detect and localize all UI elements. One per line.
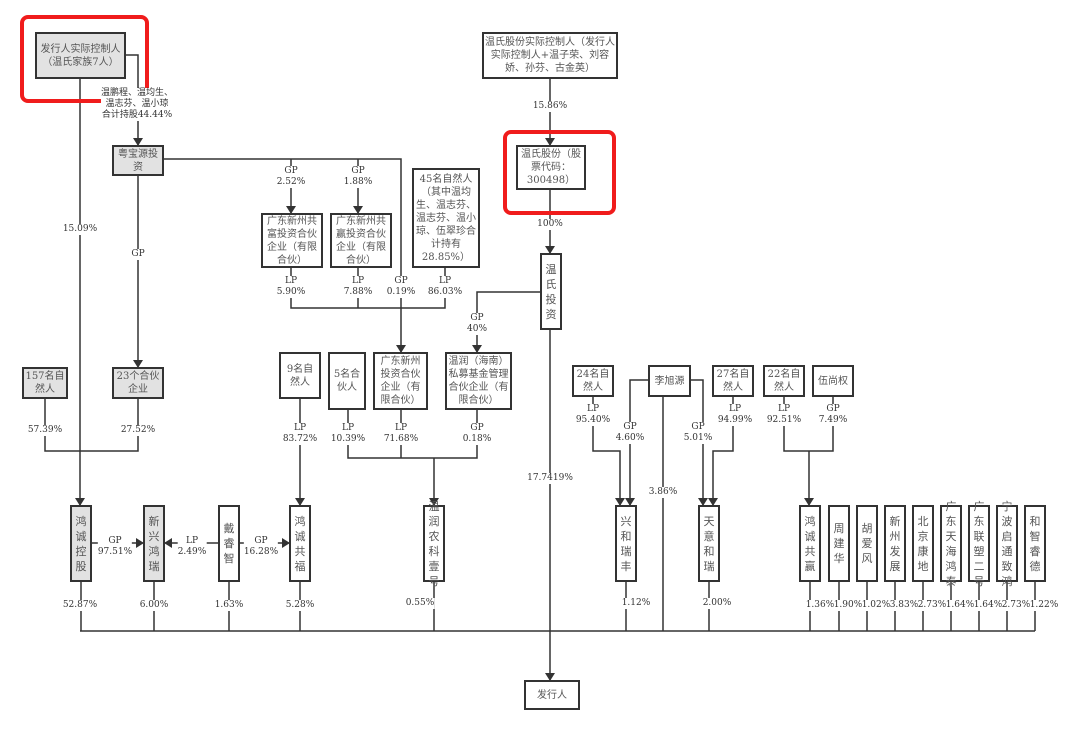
edge-label-wu-gp: GP 7.49% [818,404,848,426]
edge-label-people45-lp: LP 86.03% [427,276,463,298]
connector-22 [691,379,708,506]
edge-label-li-issuer: 3.86% [648,487,678,498]
highlight-wens-shares [503,130,616,215]
edge-label-s-xzd: 3.83% [889,600,919,611]
entity-people24: 24名自然人 [572,365,614,397]
edge-label-li-gp2: GP 5.01% [683,422,713,444]
entity-xinghe-ruifeng: 兴和瑞丰 [615,505,637,582]
edge-label-s-haf: 1.02% [861,600,891,611]
entity-xinzhou-invest: 广东新州投资合伙企业（有限合伙） [373,352,428,410]
entity-gongfu-partnership: 广东新州共富投资合伙企业（有限合伙） [261,213,323,268]
entity-gd-liansu2: 广东联塑二号 [968,500,990,588]
entity-hongcheng-gongfu: 鸿诚共福 [289,505,311,582]
entity-wu-shangquan: 伍尚权 [812,365,854,397]
edge-label-ybY-xz-gp: GP 0.19% [386,276,416,298]
edge-label-s-dai: 1.63% [214,600,244,611]
entity-dai-ruizhi: 戴睿智 [218,505,240,582]
edge-label-s-gf: 5.28% [285,600,315,611]
edge-label-dai-gf-gp: GP 16.28% [243,536,279,558]
edge-label-ybY-gp: GP [131,249,145,260]
entity-wenrun-agri1: 温润农科壹号 [423,500,445,588]
entity-hongcheng-holding: 鸿诚控股 [70,505,92,582]
edge-label-p9-lp: LP 83.72% [282,423,318,445]
entity-people45: 45名自然人（其中温均生、温志芬、温志芬、温小琼、伍翠珍合计持有28.85%） [412,168,480,268]
entity-gd-tianhai-hongtai: 广东天海鸿泰 [940,500,962,588]
entity-xinzhou-dev: 新州发展 [884,505,906,582]
highlight-actual-controller [20,15,149,103]
entity-beijing-kangdi: 北京康地 [912,505,934,582]
edge-label-s-hz: 1.22% [1029,600,1059,611]
entity-hezhi-ruide: 和智睿德 [1024,505,1046,582]
entity-people27: 27名自然人 [712,365,754,397]
entity-tianyi-herui: 天意和瑞 [698,505,720,582]
entity-hu-aifeng: 胡爱风 [856,505,878,582]
edge-label-s-nb: 2.73% [1001,600,1031,611]
edge-label-p5-lp: LP 10.39% [330,423,366,445]
entity-issuer: 发行人 [524,680,580,710]
edge-label-p27-lp: LP 94.99% [717,404,753,426]
entity-actual-controller: 发行人实际控制人（温氏家族7人） [35,32,126,79]
edge-label-s-hc: 52.87% [62,600,98,611]
entity-people22: 22名自然人 [763,365,805,397]
edge-label-gongying-gp: GP 1.88% [343,166,373,188]
edge-label-dai-xx-lp: LP 2.49% [177,536,207,558]
entity-partners23: 23个合伙企业 [112,367,164,399]
edge-label-s-gy: 1.36% [805,600,835,611]
edge-label-wi-gp: GP 40% [466,313,488,335]
edge-label-p22-lp: LP 92.51% [766,404,802,426]
entity-hongcheng-gongying: 鸿诚共赢 [799,505,821,582]
edge-label-p24-lp: LP 95.40% [575,404,611,426]
entity-wens-shares: 温氏股份（股票代码：300498） [516,145,586,190]
edge-label-s-zjh: 1.90% [833,600,863,611]
edge-label-wc-to-ws: 15.86% [532,101,568,112]
edge-label-wr-gp: GP 0.18% [462,423,492,445]
edge-label-li-gp1: GP 4.60% [615,422,645,444]
entity-xinxing-hongrui: 新兴鸿瑞 [143,505,165,582]
edge-label-s-xx: 6.00% [139,600,169,611]
edge-label-p23: 27.52% [120,425,156,436]
entity-yuebaoyuan: 粤宝源投资 [112,145,164,176]
entity-wenrun-hainan: 温润（海南）私募基金管理合伙企业（有限合伙） [445,352,512,410]
edge-label-s-wr: 0.55% [405,598,435,609]
edge-label-ac-to-hc: 15.09% [62,224,98,235]
edge-label-s-th: 1.64% [945,600,975,611]
edge-label-p157: 57.39% [27,425,63,436]
entity-wens-invest: 温氏投资 [540,253,562,330]
edge-label-s-ty: 2.00% [702,598,732,609]
edge-label-s-bjkd: 2.73% [917,600,947,611]
edge-label-s-ls: 1.64% [973,600,1003,611]
edge-label-wi-to-issuer: 17.7419% [527,473,573,484]
edge-label-gongfu-lp: LP 5.90% [276,276,306,298]
edge-label-family-holding: 温鹏程、温均生、 温志芬、温小琼 合计持股44.44% [100,88,174,121]
entity-people157: 157名自然人 [22,367,68,399]
edge-label-s-xh: 1.12% [621,598,651,609]
entity-li-xuyuan: 李旭源 [648,365,691,397]
entity-zhou-jianhua: 周建华 [828,505,850,582]
entity-ningbo-qitong: 宁波启通致鸿 [996,500,1018,588]
entity-partners5: 5名合伙人 [328,352,366,410]
entity-gongying-partnership: 广东新州共赢投资合伙企业（有限合伙） [330,213,392,268]
edge-label-gongfu-gp: GP 2.52% [276,166,306,188]
edge-label-hc-xx-gp: GP 97.51% [97,536,133,558]
entity-people9: 9名自然人 [279,352,321,399]
edge-label-ws-to-wi: 100% [537,219,563,230]
edge-label-xz-lp: LP 71.68% [383,423,419,445]
connector-21 [625,379,648,506]
entity-wens-controller: 温氏股份实际控制人（发行人实际控制人+温子荣、刘容娇、孙芬、古金英） [482,32,618,79]
edge-label-gongying-lp: LP 7.88% [343,276,373,298]
